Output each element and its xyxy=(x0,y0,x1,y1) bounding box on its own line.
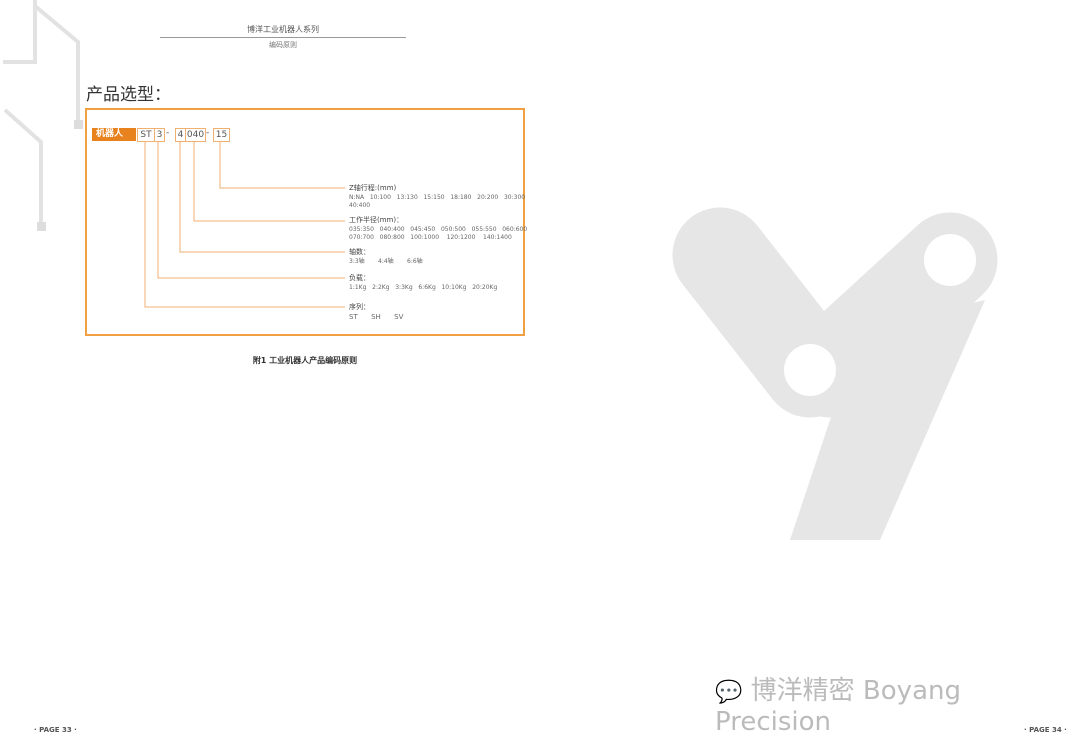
series-label: 序列： xyxy=(349,303,370,311)
page-title: 产品选型： xyxy=(86,85,171,105)
code-dash: - xyxy=(166,128,170,138)
z-stroke-values: N:NA 10:100 13:130 15:150 18:180 20:200 … xyxy=(349,194,526,209)
page-number-left: · PAGE 33 · xyxy=(34,726,77,734)
figure-caption: 附1 工业机器人产品编码原则 xyxy=(252,356,358,365)
robot-tag: 机器人 xyxy=(92,128,136,141)
z-stroke-label: Z轴行程:(mm) xyxy=(349,184,397,192)
series-header: 博洋工业机器人系列 xyxy=(247,25,319,34)
brand-text: 博洋精密 Boyang Precision xyxy=(715,676,961,737)
connector-lines xyxy=(144,141,345,308)
code-dash: - xyxy=(206,128,210,138)
axes-label: 轴数： xyxy=(349,248,370,256)
boyang-y-logo xyxy=(672,207,998,540)
series-values: ST SH SV xyxy=(349,313,404,321)
page-number-right: · PAGE 34 · xyxy=(1024,726,1067,734)
code-radius: 040 xyxy=(185,128,206,142)
coding-diagram-box xyxy=(85,108,525,336)
axes-values: 3:3轴 4:4轴 6:6轴 xyxy=(349,258,423,265)
load-label: 负载： xyxy=(349,274,370,282)
load-values: 1:1Kg 2:2Kg 3:3Kg 6:6Kg 10:10Kg 20:20Kg xyxy=(349,284,498,291)
brand-watermark: 💬 博洋精密 Boyang Precision xyxy=(715,670,1080,737)
section-header: 编码原则 xyxy=(269,41,297,49)
radius-values: 035:350 040:400 045:450 050:500 055:550 … xyxy=(349,226,528,241)
wechat-icon: 💬 xyxy=(715,680,743,705)
code-stroke: 15 xyxy=(213,128,230,142)
header-divider xyxy=(160,37,406,38)
code-load: 3 xyxy=(154,128,165,142)
radius-label: 工作半径(mm)： xyxy=(349,216,404,224)
